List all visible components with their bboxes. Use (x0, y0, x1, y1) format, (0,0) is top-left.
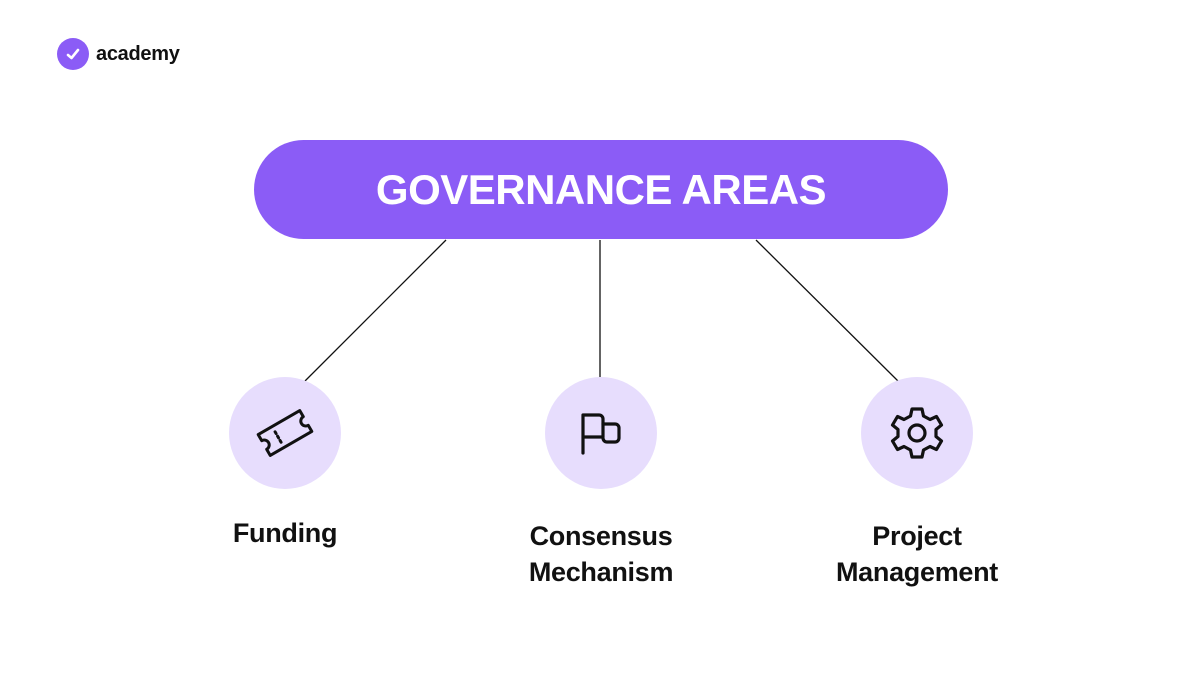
governance-areas-title: GOVERNANCE AREAS (254, 140, 948, 239)
ticket-icon (256, 409, 314, 457)
project-management-label: Project Management (835, 521, 999, 587)
flag-icon (581, 413, 621, 455)
diagram-title: GOVERNANCE AREAS (375, 165, 827, 213)
gear-icon (890, 407, 944, 459)
connector-funding (304, 239, 447, 382)
academy-logo[interactable]: academy (57, 38, 180, 70)
funding-node (229, 377, 341, 489)
funding-label: Funding (232, 518, 338, 548)
consensus-mechanism-node (545, 377, 657, 489)
connector-project (755, 239, 899, 382)
project-management-node (861, 377, 973, 489)
consensus-mechanism-label: Consensus Mechanism (528, 521, 674, 587)
brand-name: academy (96, 42, 180, 65)
check-icon (57, 38, 89, 70)
